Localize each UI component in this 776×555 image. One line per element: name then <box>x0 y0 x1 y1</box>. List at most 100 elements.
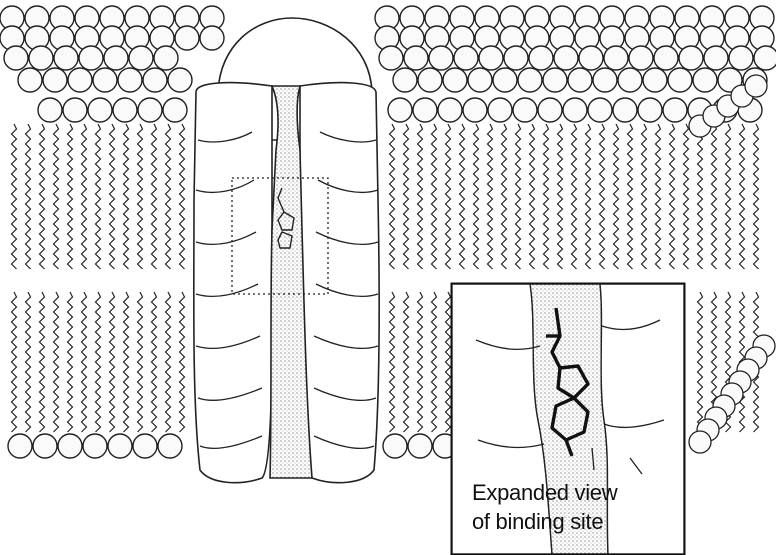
lipid-tail <box>740 124 745 269</box>
lipid-head <box>613 98 637 122</box>
receptor-protein <box>194 18 379 483</box>
lipid-tail <box>628 124 633 269</box>
lipid-tail <box>488 124 493 269</box>
lipid-head <box>388 98 412 122</box>
lipid-head <box>543 68 567 92</box>
lipid-tail <box>26 292 31 432</box>
lipid-tail <box>82 292 87 432</box>
lipid-tail <box>110 124 115 269</box>
receptor-right-subunit <box>300 83 379 483</box>
lipid-head <box>404 46 428 70</box>
lipid-head <box>168 68 192 92</box>
lipid-head <box>568 68 592 92</box>
lipid-tail <box>558 124 563 269</box>
lipid-head <box>493 68 517 92</box>
lipid-head <box>63 98 87 122</box>
lipid-head <box>518 68 542 92</box>
lipid-tail <box>110 292 115 432</box>
lipid-head <box>588 98 612 122</box>
lipid-head <box>54 46 78 70</box>
lipid-head <box>479 46 503 70</box>
lipid-head <box>638 98 662 122</box>
lipid-head <box>104 46 128 70</box>
lipid-tail <box>124 292 129 432</box>
lipid-tail <box>40 124 45 269</box>
lipid-tail <box>432 292 437 432</box>
lipid-tail <box>96 292 101 432</box>
lipid-head <box>468 68 492 92</box>
lipid-head <box>138 98 162 122</box>
lipid-tail <box>390 292 395 432</box>
lipid-tail <box>432 124 437 269</box>
lipid-head <box>8 434 32 458</box>
lipid-head <box>118 68 142 92</box>
lipid-tail <box>404 124 409 269</box>
lipid-head <box>383 434 407 458</box>
lipid-tail <box>40 292 45 432</box>
lipid-tail <box>166 292 171 432</box>
lipid-head <box>88 98 112 122</box>
lipid-tail <box>712 124 717 269</box>
lipid-tail <box>698 292 703 432</box>
lipid-head <box>158 434 182 458</box>
lipid-tail <box>474 124 479 269</box>
upper-lipid-tails <box>12 124 759 269</box>
lipid-tail <box>82 124 87 269</box>
lipid-head <box>579 46 603 70</box>
lipid-head <box>513 98 537 122</box>
lipid-tail <box>68 292 73 432</box>
lipid-head <box>163 98 187 122</box>
lipid-head <box>68 68 92 92</box>
lipid-head <box>79 46 103 70</box>
lipid-tail <box>26 124 31 269</box>
lipid-head <box>679 46 703 70</box>
lipid-tail <box>418 124 423 269</box>
lipid-head <box>729 46 753 70</box>
receptor-left-subunit <box>194 83 272 483</box>
lipid-head <box>693 68 717 92</box>
lipid-head <box>643 68 667 92</box>
lipid-head <box>143 68 167 92</box>
lipid-tail <box>586 124 591 269</box>
lipid-head <box>175 26 199 50</box>
lipid-tail <box>166 124 171 269</box>
lipid-tail <box>54 124 59 269</box>
lipid-tail <box>614 124 619 269</box>
lipid-tail <box>96 124 101 269</box>
lipid-head <box>438 98 462 122</box>
lipid-head <box>408 434 432 458</box>
lipid-head <box>704 46 728 70</box>
lipid-tail <box>642 124 647 269</box>
lipid-head <box>443 68 467 92</box>
lipid-head <box>529 46 553 70</box>
lipid-tail <box>138 292 143 432</box>
lipid-tail <box>530 124 535 269</box>
lipid-tail <box>152 124 157 269</box>
lipid-head <box>754 46 776 70</box>
caption-line-2: of binding site <box>472 507 672 536</box>
lipid-tail <box>544 124 549 269</box>
lipid-head <box>554 46 578 70</box>
lipid-head <box>154 46 178 70</box>
lipid-tail <box>404 292 409 432</box>
lipid-tail <box>180 292 185 432</box>
lipid-head <box>689 431 711 453</box>
lipid-head <box>418 68 442 92</box>
lipid-tail <box>390 124 395 269</box>
lipid-head <box>33 434 57 458</box>
inset-caption: Expanded view of binding site <box>472 478 672 536</box>
lipid-head <box>463 98 487 122</box>
lipid-head <box>58 434 82 458</box>
lipid-head <box>563 98 587 122</box>
upper-lipid-heads <box>0 6 776 122</box>
lipid-tail <box>180 124 185 269</box>
lipid-head <box>618 68 642 92</box>
lipid-head <box>29 46 53 70</box>
lipid-tail <box>670 124 675 269</box>
lipid-head <box>668 68 692 92</box>
lipid-head <box>663 98 687 122</box>
lipid-tail <box>54 292 59 432</box>
lipid-tail <box>138 124 143 269</box>
lipid-tail <box>656 124 661 269</box>
